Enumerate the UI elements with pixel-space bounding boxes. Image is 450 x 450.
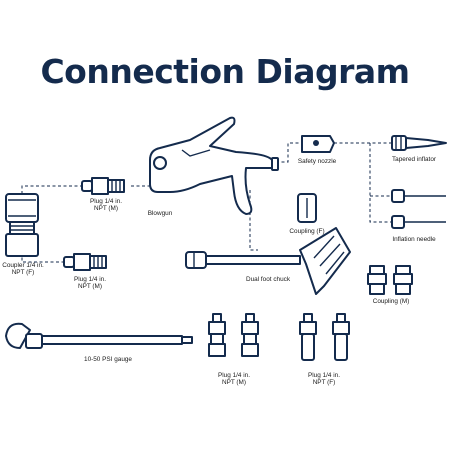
label-plug-middle: Plug 1/4 in. NPT (M): [74, 276, 106, 291]
connector-coupler-to-plug-top: [21, 185, 82, 194]
label-coupling-m: Coupling (M): [372, 298, 410, 305]
plug-bottom-left-icon: [208, 313, 259, 357]
dual-foot-chuck-icon: [185, 227, 351, 295]
label-plug-bottom-right: Plug 1/4 in. NPT (F): [308, 372, 340, 387]
coupler-icon: [5, 193, 39, 257]
label-tapered-inflator: Tapered inflator: [391, 156, 437, 163]
label-safety-nozzle: Safety nozzle: [297, 158, 337, 165]
connector-blowgun-to-chuck: [249, 190, 258, 251]
connector-lines: [21, 142, 392, 263]
label-dual-foot-chuck: Dual foot chuck: [245, 276, 291, 283]
inflation-needle-icon: [391, 189, 446, 229]
psi-gauge-icon: [5, 322, 193, 349]
label-blowgun: Blowgun: [147, 210, 173, 217]
plug-middle-icon: [63, 253, 107, 271]
label-inflation-needle: Inflation needle: [392, 236, 436, 243]
blowgun-icon: [149, 116, 279, 215]
connector-blowgun-to-nozzle: [276, 142, 302, 163]
label-plug-top: Plug 1/4 in. NPT (M): [90, 198, 122, 213]
plug-top-icon: [81, 177, 125, 195]
tapered-inflator-icon: [391, 135, 447, 151]
label-coupler: Coupler 1/4 in. NPT (F): [2, 262, 44, 277]
coupling-f-icon: [297, 193, 317, 223]
plug-bottom-right-icon: [299, 313, 350, 361]
label-plug-bottom-left: Plug 1/4 in. NPT (M): [218, 372, 250, 387]
coupling-m-icon: [367, 265, 413, 295]
safety-nozzle-icon: [301, 135, 335, 153]
label-psi-gauge: 10-50 PSI gauge: [84, 356, 132, 363]
label-coupling-f: Coupling (F): [289, 228, 325, 235]
diagram-title: Connection Diagram: [40, 52, 410, 91]
connector-to-needles: [369, 143, 392, 223]
